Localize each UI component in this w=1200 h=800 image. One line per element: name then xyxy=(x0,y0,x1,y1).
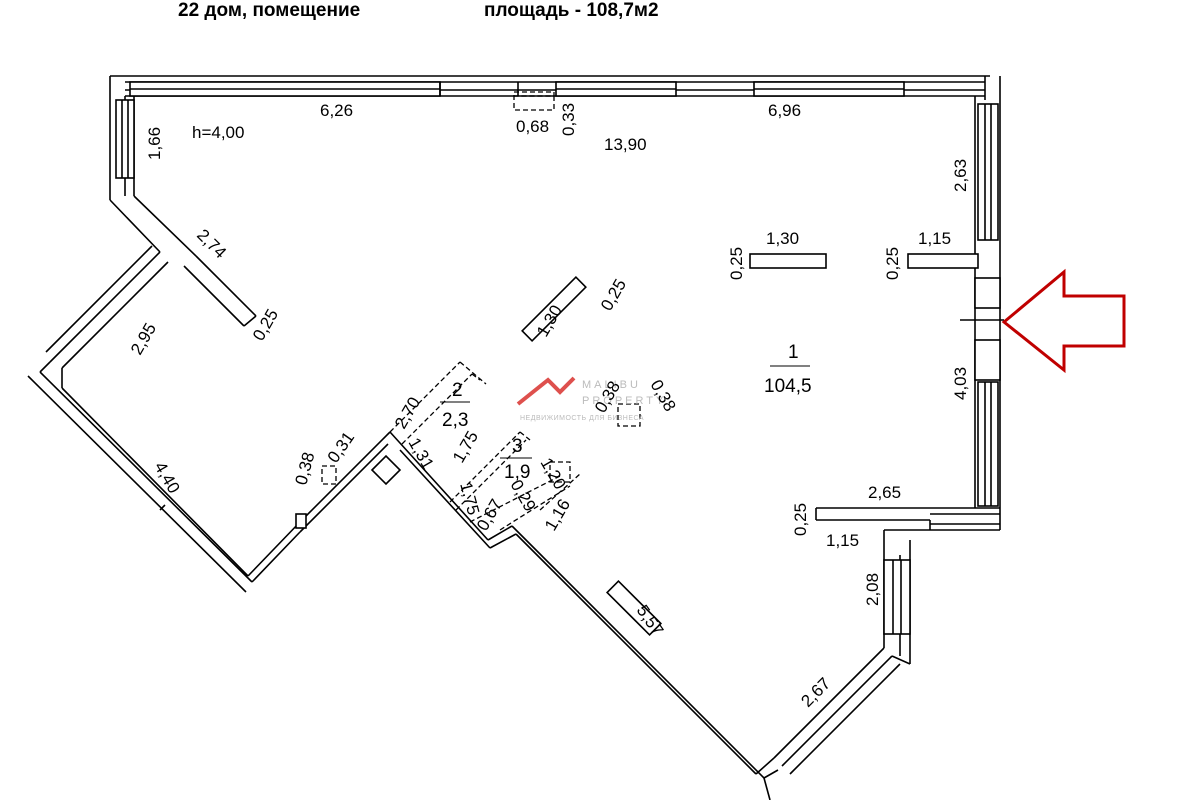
dim-right-col-w: 0,25 xyxy=(883,247,902,280)
dim-small-b: 0,31 xyxy=(324,428,359,466)
room-2-area: 2,3 xyxy=(442,410,468,431)
dim-room-length: 13,90 xyxy=(604,135,647,154)
dim-right-lower-col: 1,15 xyxy=(826,531,859,550)
dim-niche-d: 0,33 xyxy=(559,103,578,136)
room-2-number: 2 xyxy=(452,380,463,401)
dim-lower-diag: 2,67 xyxy=(797,674,834,711)
walls xyxy=(27,75,1004,800)
header-premises-label: 22 дом, помещение xyxy=(178,0,361,21)
dim-r3-b: 1,20 xyxy=(537,455,570,493)
dim-top-right: 6,96 xyxy=(768,101,801,120)
dim-niche-w: 0,68 xyxy=(516,117,549,136)
dim-diag-upper: 2,74 xyxy=(193,225,230,262)
entrance-arrow-icon xyxy=(1001,268,1126,374)
dim-column-d-w: 0,25 xyxy=(597,276,630,314)
dim-right-mid: 4,03 xyxy=(951,367,970,400)
column-diagonal xyxy=(521,276,587,342)
room-3-number: 3 xyxy=(512,436,523,457)
room-3-area: 1,9 xyxy=(504,462,530,483)
room-1-number: 1 xyxy=(788,342,799,363)
watermark-brand-a: MALIBU xyxy=(582,379,641,391)
dim-left-long: 4,40 xyxy=(151,459,184,497)
dim-r3-a: 1,75 xyxy=(456,480,483,517)
dim-left-window: 2,95 xyxy=(127,320,160,358)
height-note: h=4,00 xyxy=(192,123,244,142)
header-area-label: площадь - 108,7м2 xyxy=(484,0,659,21)
dim-left-upper: 1,66 xyxy=(145,127,164,160)
dim-lower-right-v: 2,08 xyxy=(863,573,882,606)
dim-right-lower-len: 2,65 xyxy=(868,483,901,502)
dim-column-h-len: 1,30 xyxy=(766,229,799,248)
column-center xyxy=(749,253,827,269)
column-right xyxy=(907,253,979,269)
dim-right-upper: 2,63 xyxy=(951,159,970,192)
dim-r3-e: 1,16 xyxy=(541,496,574,534)
dim-diag-stub: 0,25 xyxy=(249,306,282,344)
dim-column-h-w: 0,25 xyxy=(727,247,746,280)
watermark: MALIBU PROPERTY НЕДВИЖИМОСТЬ ДЛЯ БИЗНЕСА xyxy=(516,376,666,422)
dim-r2-b: 1,75 xyxy=(449,428,482,466)
dashed-elements xyxy=(321,91,641,531)
dim-right-lower-w: 0,25 xyxy=(791,503,810,536)
page-header: 22 дом, помещение площадь - 108,7м2 xyxy=(0,0,1200,26)
dim-top-left: 6,26 xyxy=(320,101,353,120)
room-1-area: 104,5 xyxy=(764,376,812,397)
dim-small-a: 0,38 xyxy=(292,450,319,487)
dim-right-col-len: 1,15 xyxy=(918,229,951,248)
room-labels: 1 104,5 2 2,3 3 1,9 xyxy=(440,342,812,483)
watermark-tagline: НЕДВИЖИМОСТЬ ДЛЯ БИЗНЕСА xyxy=(520,415,644,422)
watermark-brand-b: PROPERTY xyxy=(582,395,666,407)
dimension-labels: h=4,00 6,26 6,96 0,68 0,33 13,90 1,66 2,… xyxy=(127,101,970,711)
watermark-logo-icon xyxy=(516,376,576,406)
